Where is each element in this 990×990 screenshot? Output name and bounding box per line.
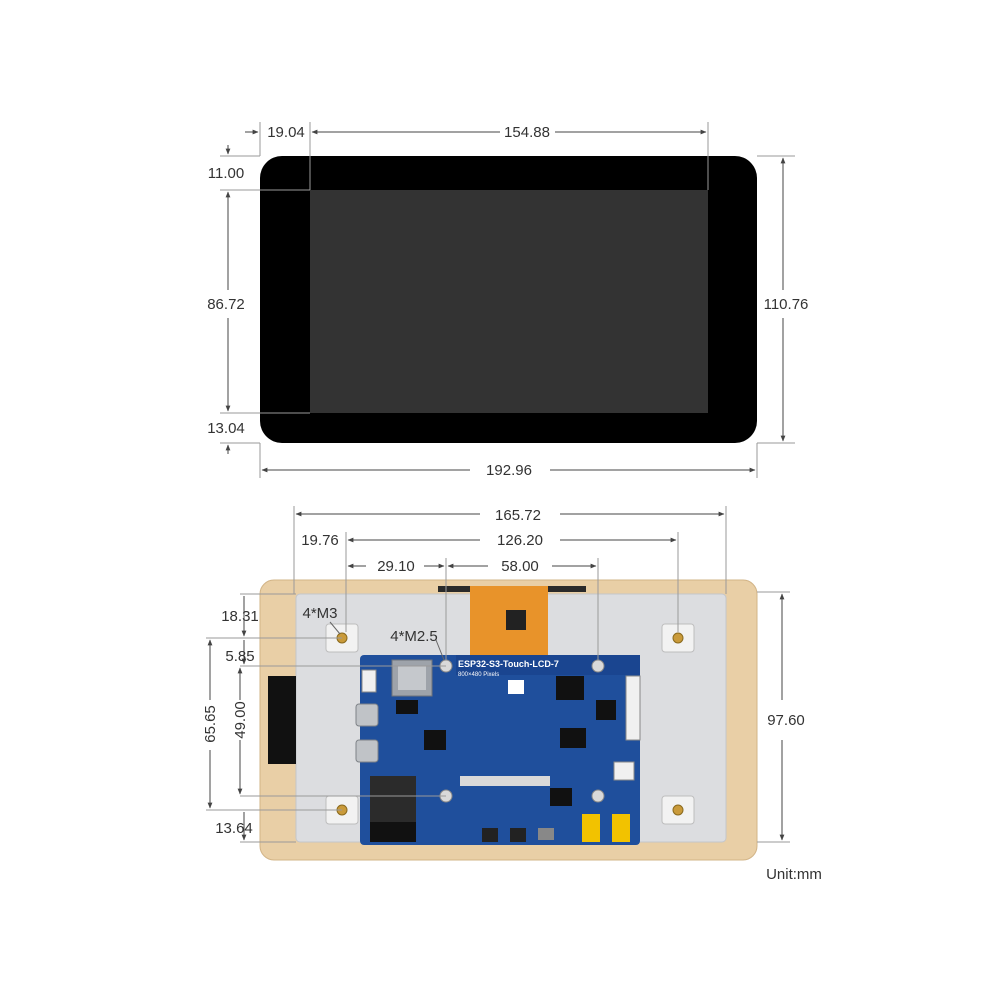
- pcb-subtitle: 800×480 Pixels: [458, 672, 499, 678]
- callout-m25: 4*M2.5: [390, 628, 438, 645]
- dim-m25-top-offset: 5.85: [225, 648, 254, 665]
- dim-top-bezel: 11.00: [208, 165, 244, 182]
- pcb-title: ESP32-S3-Touch-LCD-7: [458, 659, 559, 669]
- side-connector: [268, 676, 296, 764]
- dim-active-height: 86.72: [207, 296, 245, 313]
- callout-m3: 4*M3: [302, 605, 337, 622]
- front-view: 19.04 154.88 11.00 86.72 13.04 110.76 19…: [207, 122, 808, 479]
- dim-back-total-height: 97.60: [767, 712, 805, 729]
- dim-hole-span-outer: 165.72: [495, 507, 541, 524]
- dim-top-hole-offset: 18.31: [221, 608, 259, 625]
- dim-m3-hole-span: 126.20: [497, 532, 543, 549]
- dim-left-hole-offset: 19.76: [301, 532, 339, 549]
- dim-front-total-width: 192.96: [486, 462, 532, 479]
- dim-bottom-bezel: 13.04: [207, 420, 245, 437]
- dim-bottom-offset: 13.64: [215, 820, 253, 837]
- dim-m25-vertical-span: 49.00: [232, 701, 249, 739]
- dim-m25-offset: 29.10: [377, 558, 415, 575]
- pcb-components: [355, 659, 641, 842]
- active-area: [310, 190, 708, 413]
- dim-active-width: 154.88: [504, 124, 550, 141]
- back-view: ESP32-S3-Touch-LCD-7 800×480 Pixels: [202, 506, 822, 883]
- unit-label: Unit:mm: [766, 866, 822, 883]
- dim-front-total-height: 110.76: [764, 296, 809, 313]
- dim-m25-span: 58.00: [501, 558, 539, 575]
- dim-m3-vertical-span: 65.65: [202, 705, 219, 743]
- dim-left-bezel-width: 19.04: [267, 124, 305, 141]
